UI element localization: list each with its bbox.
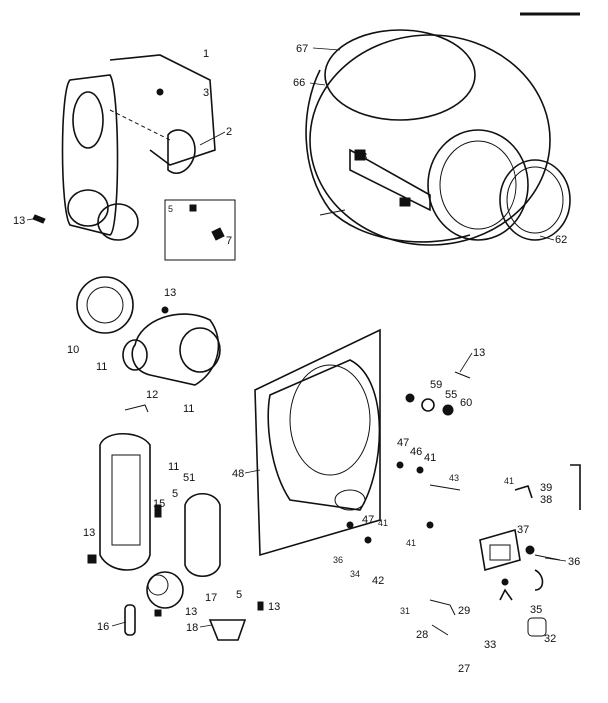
label-1: 1 [203,48,209,60]
label-47-a: 47 [397,437,409,449]
label-5-a: 5 [168,204,173,214]
label-5-b: 5 [172,488,178,500]
label-31: 31 [400,606,410,616]
label-41-a: 41 [424,452,436,464]
drum-assembly [305,29,571,246]
label-11-a: 11 [96,361,107,373]
label-13-f: 13 [473,347,485,359]
label-2: 2 [226,126,232,138]
label-13-b: 13 [164,287,176,299]
label-41-d: 41 [406,538,416,548]
label-13-d: 13 [268,601,280,613]
label-13-c: 13 [83,527,95,539]
label-68: 68 [355,151,367,163]
label-41-c: 41 [378,518,388,528]
label-11-c: 11 [168,461,179,473]
blower-assembly [76,276,221,386]
label-59: 59 [430,379,442,391]
label-29: 29 [458,605,470,617]
label-43: 43 [449,473,459,483]
rear-panel [254,328,471,557]
label-11-b: 11 [183,403,194,415]
leader-lines [26,47,567,628]
label-3: 3 [203,87,209,99]
label-7: 7 [226,235,232,247]
label-66: 66 [293,77,305,89]
front-panel [32,54,236,261]
label-13-a: 13 [13,215,25,227]
label-15: 15 [153,498,165,510]
label-34: 34 [350,569,360,579]
label-47-b: 47 [362,514,374,526]
label-10: 10 [67,344,79,356]
label-36-b: 36 [568,556,580,568]
label-12: 12 [146,389,158,401]
label-39: 39 [540,482,552,494]
label-16: 16 [97,621,109,633]
label-33: 33 [484,639,496,651]
duct-assembly [87,404,264,641]
label-32: 32 [544,633,556,645]
label-28: 28 [416,629,428,641]
label-36-a: 36 [333,555,343,565]
label-38: 38 [540,494,552,506]
label-42: 42 [372,575,384,587]
label-27: 27 [458,663,470,675]
label-51: 51 [183,472,195,484]
label-41-b: 41 [504,476,514,486]
label-48: 48 [232,468,244,480]
label-55: 55 [445,389,457,401]
label-46: 46 [410,446,422,458]
label-35: 35 [530,604,542,616]
label-67: 67 [296,43,308,55]
motor-assembly [426,464,581,637]
label-60: 60 [460,397,472,409]
label-62: 62 [555,234,567,246]
label-18: 18 [186,622,198,634]
label-17: 17 [205,592,217,604]
label-13-e: 13 [185,606,197,618]
label-37: 37 [517,524,529,536]
label-5-c: 5 [236,589,242,601]
